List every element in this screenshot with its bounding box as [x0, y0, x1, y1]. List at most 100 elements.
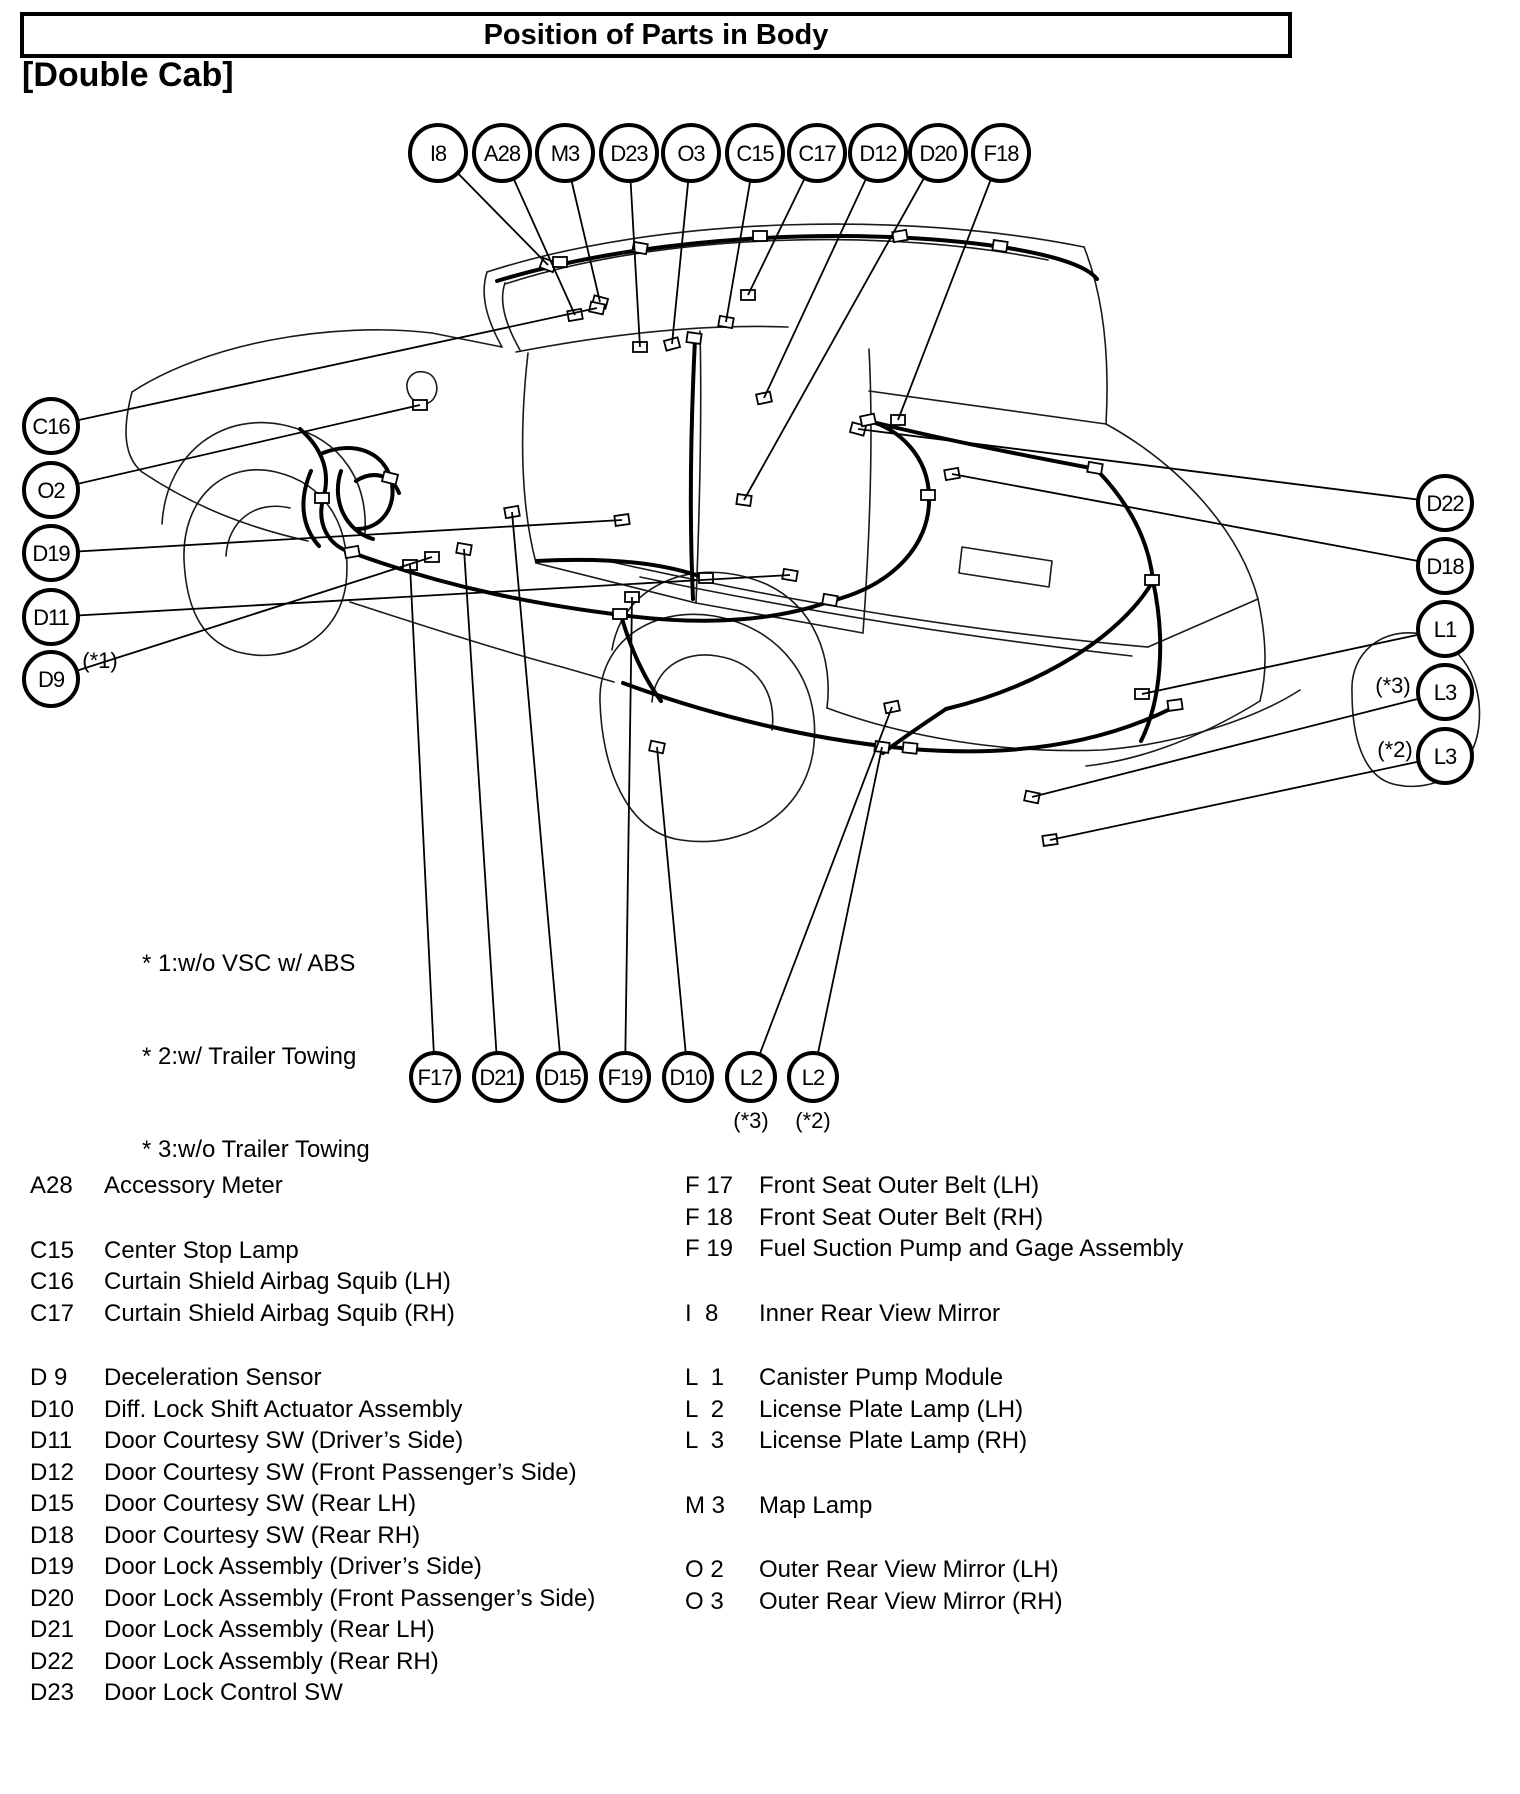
legend-name: Door Courtesy SW (Rear LH) [104, 1490, 417, 1517]
truck-body-line [501, 282, 521, 351]
leader-line-l2 [750, 706, 893, 1078]
legend-code: O 3 [685, 1587, 724, 1615]
connector-box [891, 228, 909, 244]
callout-label-l2: L2 [740, 1065, 763, 1090]
truck-body-line [695, 330, 702, 604]
legend-code: D11 [30, 1427, 73, 1454]
callout-l2 [725, 1051, 777, 1103]
legend-name: Door Lock Assembly (Rear RH) [104, 1647, 439, 1675]
callout-l1 [1416, 600, 1474, 658]
callout-label-d9: D9 [38, 667, 65, 692]
leader-line-f18 [897, 152, 1002, 421]
connector-box [821, 592, 839, 608]
leader-line-d19 [50, 519, 623, 554]
legend-name: Accessory Meter [104, 1172, 283, 1199]
legend-code: F 18 [685, 1203, 734, 1231]
callout-f19 [599, 1051, 651, 1103]
wiring-harness-path [688, 337, 697, 601]
callout-l3 [1416, 727, 1474, 785]
legend-code: D18 [30, 1521, 75, 1549]
truck-body-line [349, 601, 563, 668]
callout-a28 [472, 123, 532, 183]
legend-name: Front Seat Outer Belt (LH) [759, 1172, 1040, 1199]
callout-label-d11: D11 [33, 605, 69, 630]
callout-o2 [22, 461, 80, 519]
truck-body-line [1083, 246, 1108, 425]
legend-code: D10 [30, 1395, 75, 1423]
legend-name: Door Courtesy SW (Front Passenger’s Side… [104, 1458, 577, 1486]
truck-body-line [561, 666, 615, 683]
connector-box [1144, 574, 1160, 586]
callout-label-f17: F17 [418, 1065, 454, 1090]
wiring-harness-path [867, 419, 1098, 471]
leader-line-d15 [511, 511, 563, 1078]
wiring-harness-path [535, 557, 709, 581]
truck-body-line [1147, 598, 1259, 648]
callout-label-l3: L3 [1434, 744, 1457, 769]
leader-line-d11 [50, 574, 791, 618]
callout-l3 [1416, 663, 1474, 721]
callout-l2 [787, 1051, 839, 1103]
callout-note: (*1) [82, 648, 117, 673]
callout-label-c17: C17 [798, 141, 836, 166]
legend-name: Outer Rear View Mirror (LH) [759, 1556, 1059, 1583]
legend-code: D22 [30, 1647, 75, 1675]
callout-c16 [22, 397, 80, 455]
callout-label-d22: D22 [1426, 491, 1464, 516]
callout-label-c16: C16 [32, 414, 70, 439]
leader-line-l1 [1141, 628, 1446, 695]
callout-label-d18: D18 [1426, 554, 1464, 579]
legend-code: A28 [30, 1172, 73, 1199]
legend-row: D22 Door Lock Assembly (Rear RH) [30, 1646, 595, 1678]
connector-box [859, 412, 877, 428]
leader-line-d10 [656, 746, 689, 1078]
callout-label-d12: D12 [859, 141, 897, 166]
legend-name: Deceleration Sensor [104, 1364, 322, 1391]
callout-d10 [662, 1051, 714, 1103]
legend-code: L 2 [685, 1395, 725, 1423]
legend-name: License Plate Lamp (LH) [759, 1395, 1024, 1423]
legend-code: D23 [30, 1679, 75, 1706]
truck-body-line [486, 223, 1085, 273]
callout-d21 [472, 1051, 524, 1103]
legend-row: D10 Diff. Lock Shift Actuator Assembly [30, 1394, 595, 1426]
callout-o3 [661, 123, 721, 183]
footnote-line: * 1:w/o VSC w/ ABS [142, 950, 356, 977]
legend-code: C15 [30, 1236, 75, 1264]
wiring-harness-path [1139, 579, 1163, 743]
wiring-harness-path [321, 446, 395, 531]
callout-d18 [1416, 537, 1474, 595]
legend-code: F 19 [685, 1235, 734, 1262]
callout-m3 [535, 123, 595, 183]
callout-label-d15: D15 [543, 1065, 581, 1090]
legend-code: D21 [30, 1616, 75, 1643]
callout-d12 [848, 123, 908, 183]
callout-label-d10: D10 [669, 1065, 707, 1090]
callout-label-m3: M3 [551, 141, 580, 166]
connector-box [612, 608, 628, 620]
callout-f17 [409, 1051, 461, 1103]
truck-body-line [161, 421, 367, 535]
truck-body-line [131, 329, 503, 393]
leader-line-d20 [743, 152, 939, 501]
leader-line-d12 [763, 152, 879, 399]
callout-label-i8: I8 [430, 141, 447, 166]
legend-name: Canister Pump Module [759, 1364, 1004, 1391]
callout-d19 [22, 524, 80, 582]
callout-note: (*3) [1375, 673, 1410, 698]
callout-i8 [408, 123, 468, 183]
legend-name: Diff. Lock Shift Actuator Assembly [104, 1395, 463, 1423]
